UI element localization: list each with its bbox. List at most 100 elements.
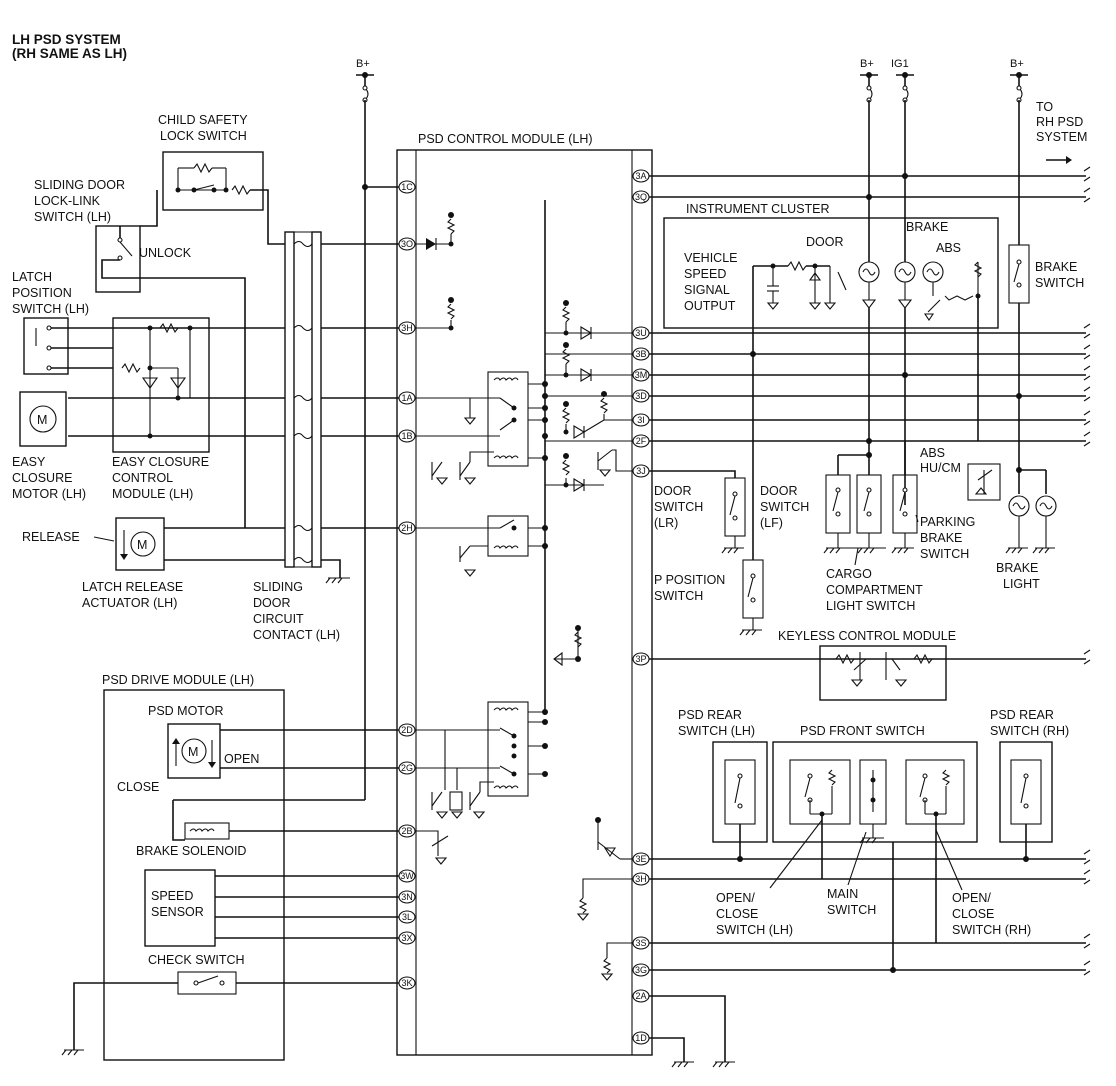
brake-lights: BRAKE LIGHT xyxy=(996,467,1057,591)
svg-text:SWITCH (LH): SWITCH (LH) xyxy=(716,923,793,937)
svg-text:BRAKE: BRAKE xyxy=(996,561,1038,575)
easy-closure-control-module: EASY CLOSURE CONTROL MODULE (LH) xyxy=(68,317,285,501)
pin-3k: 3K xyxy=(398,976,416,990)
front-switch-label: PSD FRONT SWITCH xyxy=(800,724,925,738)
svg-text:LOCK-LINK: LOCK-LINK xyxy=(34,194,101,208)
svg-text:LATCH RELEASE: LATCH RELEASE xyxy=(82,580,183,594)
pin-3m: 3M xyxy=(632,368,650,382)
svg-text:3M: 3M xyxy=(635,370,648,380)
svg-text:3H: 3H xyxy=(635,874,647,884)
sliding-door-lock-link-switch: SLIDING DOOR LOCK-LINK SWITCH (LH) UNLOC… xyxy=(34,178,246,528)
closure-relay-block xyxy=(416,200,548,715)
ig1-feed: IG1 xyxy=(891,58,914,262)
svg-text:MAIN: MAIN xyxy=(827,887,858,901)
svg-text:BRAKE: BRAKE xyxy=(920,531,962,545)
pin-3w: 3W xyxy=(398,869,416,883)
svg-text:CLOSE: CLOSE xyxy=(716,907,758,921)
right-side-drivers xyxy=(545,300,632,492)
svg-text:SIGNAL: SIGNAL xyxy=(684,283,730,297)
svg-text:2A: 2A xyxy=(635,991,646,1001)
svg-text:2G: 2G xyxy=(401,763,413,773)
psd-rear-switch-lh: PSD REAR SWITCH (LH) xyxy=(678,708,768,862)
svg-text:ABS: ABS xyxy=(936,241,961,255)
latch-release-actuator: RELEASE M LATCH RELEASE ACTUATOR (LH) xyxy=(22,517,285,610)
cluster-label: INSTRUMENT CLUSTER xyxy=(686,202,830,216)
pin-2d: 2D xyxy=(398,723,416,737)
control-right-pins: 3A 3Q 3U 3B 3M 3D 3I 2F 3J 3P 3E 3H 3S 3… xyxy=(632,169,650,1045)
svg-text:3A: 3A xyxy=(635,171,646,181)
svg-text:BRAKE: BRAKE xyxy=(906,220,948,234)
psd-rear-switch-rh: PSD REAR SWITCH (RH) xyxy=(990,708,1069,862)
svg-text:RH PSD: RH PSD xyxy=(1036,115,1083,129)
svg-text:ABS: ABS xyxy=(920,446,945,460)
p-position-switch: P POSITION SWITCH xyxy=(654,354,764,636)
svg-text:2H: 2H xyxy=(401,523,413,533)
to-rh-psd-label: TO RH PSD SYSTEM xyxy=(1036,100,1087,164)
pin-3h-right: 3H xyxy=(632,872,650,886)
svg-text:TO: TO xyxy=(1036,100,1053,114)
svg-text:SLIDING DOOR: SLIDING DOOR xyxy=(34,178,125,192)
svg-text:HU/CM: HU/CM xyxy=(920,461,961,475)
svg-text:3S: 3S xyxy=(635,938,646,948)
svg-text:DOOR: DOOR xyxy=(760,484,798,498)
door-switch-lr: DOOR SWITCH (LR) xyxy=(649,470,746,554)
svg-text:OUTPUT: OUTPUT xyxy=(684,299,736,313)
psd-motor-icon: M xyxy=(188,745,198,759)
psd-drive-module: PSD DRIVE MODULE (LH) PSD MOTOR M OPEN C… xyxy=(61,673,399,1061)
svg-text:SYSTEM: SYSTEM xyxy=(1036,130,1087,144)
pin-3p-driver xyxy=(553,625,583,667)
svg-text:SWITCH (LH): SWITCH (LH) xyxy=(678,724,755,738)
svg-text:2F: 2F xyxy=(636,436,647,446)
pin-3d: 3D xyxy=(632,389,650,403)
svg-text:CLOSURE: CLOSURE xyxy=(12,471,72,485)
svg-text:DOOR: DOOR xyxy=(253,596,291,610)
svg-text:3B: 3B xyxy=(635,349,646,359)
instrument-cluster: INSTRUMENT CLUSTER VEHICLE SPEED SIGNAL … xyxy=(663,202,999,505)
svg-text:CONTACT (LH): CONTACT (LH) xyxy=(253,628,340,642)
svg-text:OPEN/: OPEN/ xyxy=(716,891,755,905)
svg-text:3Q: 3Q xyxy=(635,192,647,202)
svg-text:3W: 3W xyxy=(400,871,414,881)
svg-text:B+: B+ xyxy=(356,58,370,70)
svg-text:CLOSE: CLOSE xyxy=(952,907,994,921)
svg-text:3I: 3I xyxy=(637,415,645,425)
psd-control-module: PSD CONTROL MODULE (LH) xyxy=(396,132,653,1056)
svg-text:MOTOR (LH): MOTOR (LH) xyxy=(12,487,86,501)
diagram-title: LH PSD SYSTEM xyxy=(12,32,121,47)
svg-text:MODULE (LH): MODULE (LH) xyxy=(112,487,193,501)
svg-text:3E: 3E xyxy=(635,854,646,864)
child-safety-lock-switch: CHILD SAFETY LOCK SWITCH xyxy=(140,113,285,245)
pin-2f: 2F xyxy=(632,434,650,448)
psd-front-switch: PSD FRONT SWITCH xyxy=(772,724,978,970)
svg-text:CHECK SWITCH: CHECK SWITCH xyxy=(148,953,245,967)
svg-text:SWITCH (LH): SWITCH (LH) xyxy=(34,210,111,224)
svg-text:CLOSE: CLOSE xyxy=(117,780,159,794)
pin-3j: 3J xyxy=(632,464,650,478)
pin-3b: 3B xyxy=(632,347,650,361)
svg-text:(LF): (LF) xyxy=(760,516,783,530)
pin-3u: 3U xyxy=(632,326,650,340)
pin-3e-3h-3s-internals xyxy=(576,817,632,981)
svg-text:EASY: EASY xyxy=(12,455,46,469)
pin-3s: 3S xyxy=(632,936,650,950)
svg-text:PSD REAR: PSD REAR xyxy=(990,708,1054,722)
svg-text:BRAKE SOLENOID: BRAKE SOLENOID xyxy=(136,844,246,858)
right-harness xyxy=(649,166,1091,976)
motor-icon: M xyxy=(37,413,47,427)
svg-text:OPEN: OPEN xyxy=(224,752,259,766)
svg-text:VEHICLE: VEHICLE xyxy=(684,251,738,265)
svg-text:3X: 3X xyxy=(401,933,412,943)
svg-text:B+: B+ xyxy=(1010,58,1024,70)
easy-closure-motor: M EASY CLOSURE MOTOR (LH) xyxy=(12,391,86,501)
svg-text:CIRCUIT: CIRCUIT xyxy=(253,612,304,626)
svg-text:SWITCH: SWITCH xyxy=(1035,276,1084,290)
pin-3n: 3N xyxy=(398,890,416,904)
svg-text:SWITCH: SWITCH xyxy=(827,903,876,917)
pin-3p: 3P xyxy=(632,652,650,666)
pin-1a: 1A xyxy=(398,391,416,405)
b-plus-feed-brake: B+ xyxy=(1010,58,1028,245)
svg-text:2B: 2B xyxy=(401,826,412,836)
svg-text:SWITCH (RH): SWITCH (RH) xyxy=(990,724,1069,738)
latch-position-switch: LATCH POSITION SWITCH (LH) xyxy=(12,270,285,375)
svg-text:COMPARTMENT: COMPARTMENT xyxy=(826,583,923,597)
